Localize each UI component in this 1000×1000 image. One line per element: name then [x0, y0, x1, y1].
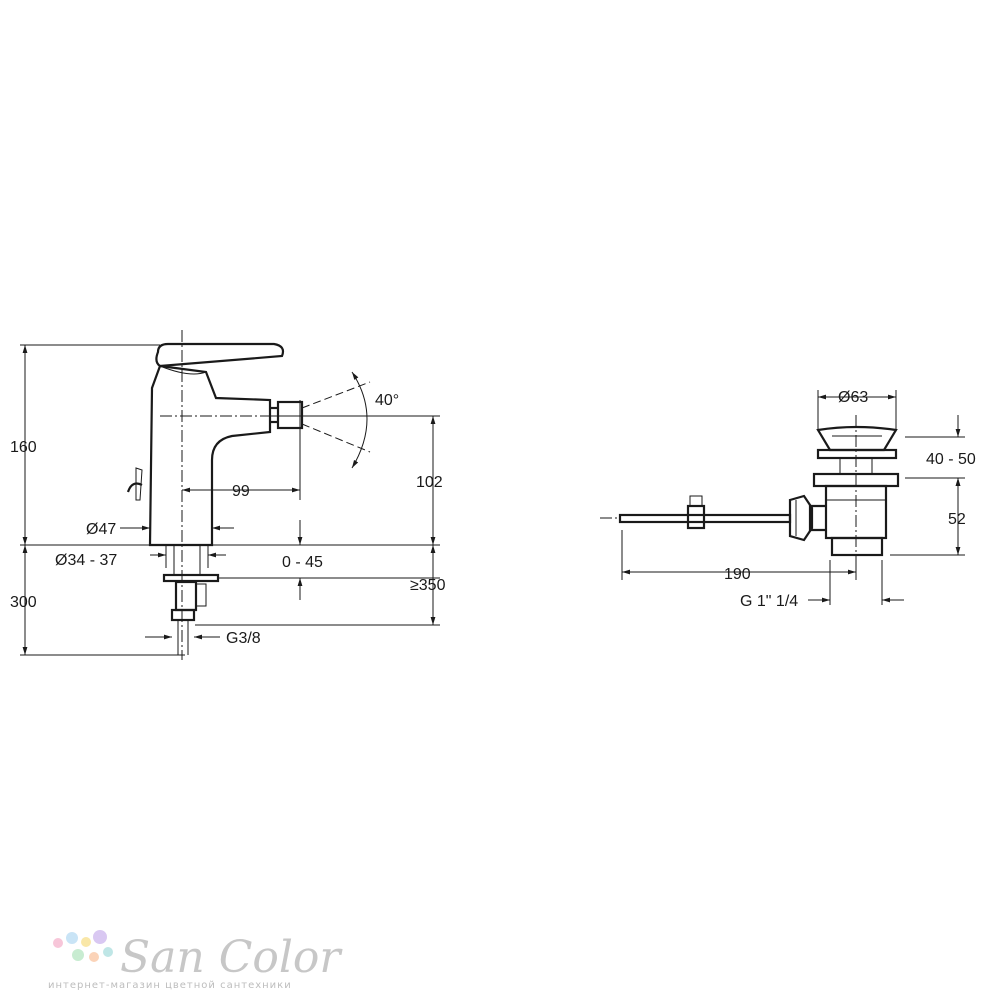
- popup-rod: [135, 467, 143, 501]
- waste-connector: [808, 504, 826, 532]
- watermark-tagline: интернет-магазин цветной сантехники: [48, 980, 292, 991]
- dim-spout-99: 99: [232, 483, 250, 500]
- mixer-body: [148, 364, 272, 547]
- dim-height-160: 160: [10, 439, 37, 456]
- popup-waste-drawing: [600, 390, 965, 605]
- dim-hole-diameter: Ø34 - 37: [55, 552, 117, 569]
- watermark-dot: [103, 947, 113, 957]
- watermark-brand: San Color: [120, 932, 343, 983]
- watermark-dot: [93, 930, 107, 944]
- spray-nozzle: [276, 400, 304, 430]
- dim-waste-thread: G 1" 1/4: [740, 593, 798, 610]
- lever-handle: [155, 342, 285, 368]
- waste-plug: [816, 425, 898, 452]
- dim-waste-range: 40 - 50: [926, 451, 976, 468]
- dim-spray-102: 102: [416, 474, 443, 491]
- dim-deck-thickness: 0 - 45: [282, 554, 323, 571]
- watermark-dot: [66, 932, 78, 944]
- fixing-nut: [174, 580, 198, 612]
- dim-below-300: 300: [10, 594, 37, 611]
- watermark-dot: [81, 937, 91, 947]
- watermark-dot: [89, 952, 99, 962]
- watermark-logo: San Color интернет-магазин цветной санте…: [48, 930, 343, 991]
- dim-waste-diameter: Ø63: [838, 389, 868, 406]
- watermark-dot: [53, 938, 63, 948]
- bidet-mixer-drawing: [20, 330, 440, 660]
- dim-rod-length: 190: [724, 566, 751, 583]
- fixing-plate: [162, 573, 220, 583]
- watermark-dot: [72, 949, 84, 961]
- rod-clamp: [686, 504, 706, 530]
- dim-min-length: ≥350: [410, 577, 446, 594]
- dim-body-diameter: Ø47: [86, 521, 116, 538]
- dim-angle-40: 40°: [375, 392, 399, 409]
- dim-waste-height: 52: [948, 511, 966, 528]
- dim-connection: G3/8: [226, 630, 261, 647]
